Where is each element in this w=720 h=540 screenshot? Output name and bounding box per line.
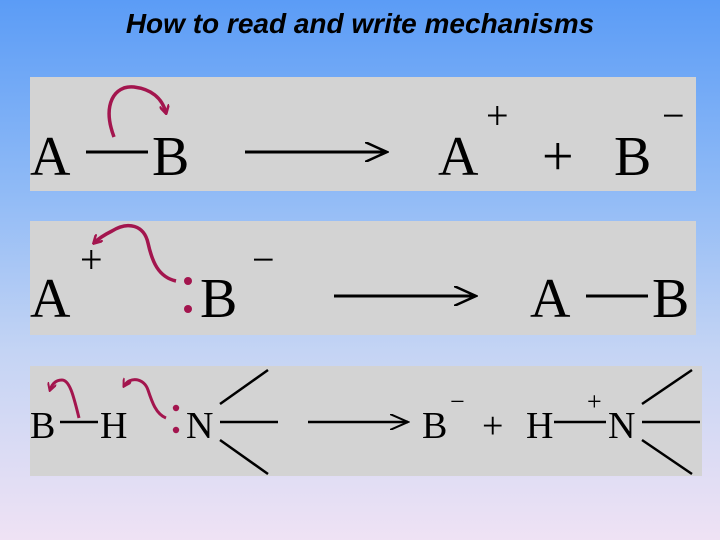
lone-pair-dot [184, 277, 192, 285]
curved-electron-arrow [124, 380, 167, 420]
product-atom-a: A [438, 126, 479, 188]
product-atom-n: N [608, 405, 635, 447]
lone-pair-dot [172, 426, 180, 434]
mechanism-panel-bond-formation: A + B − A B [30, 221, 696, 335]
mechanism-panel-bond-heterolysis: A B A + + B − [30, 77, 696, 191]
product-atom-h: H [526, 405, 553, 447]
plus-sign: + [542, 126, 574, 188]
reactant-atom-b: B [30, 405, 55, 447]
product-charge-plus: + [587, 387, 602, 416]
product-atom-b: B [614, 126, 651, 188]
curved-electron-arrow [107, 85, 166, 138]
product-atom-b: B [422, 405, 447, 447]
reactant-atom-h: H [100, 405, 127, 447]
product-charge-plus: + [486, 93, 509, 138]
bond-n-substituent [641, 438, 693, 476]
curved-electron-arrow [50, 378, 81, 419]
reactant-atom-a: A [30, 126, 71, 188]
reactant-atom-a: A [30, 268, 71, 330]
reactant-charge-plus: + [80, 237, 103, 282]
product-atom-a: A [530, 268, 571, 330]
reactant-atom-n: N [186, 405, 213, 447]
plus-sign: + [482, 405, 503, 447]
reactant-charge-minus: − [252, 237, 275, 282]
lone-pair-dot [172, 404, 180, 412]
reactant-atom-b: B [200, 268, 237, 330]
product-charge-minus: − [662, 93, 685, 138]
bond-n-substituent [641, 368, 693, 406]
bond-n-substituent [219, 368, 269, 406]
bond-n-substituent [219, 438, 269, 476]
curved-electron-arrow [94, 223, 177, 283]
lone-pair-dot [184, 305, 192, 313]
product-atom-b: B [652, 268, 689, 330]
mechanism-panel-proton-transfer: B H N B − + H + N [30, 366, 702, 476]
reactant-atom-b: B [152, 126, 189, 188]
page-title: How to read and write mechanisms [125, 8, 595, 39]
product-charge-minus: − [450, 387, 465, 416]
